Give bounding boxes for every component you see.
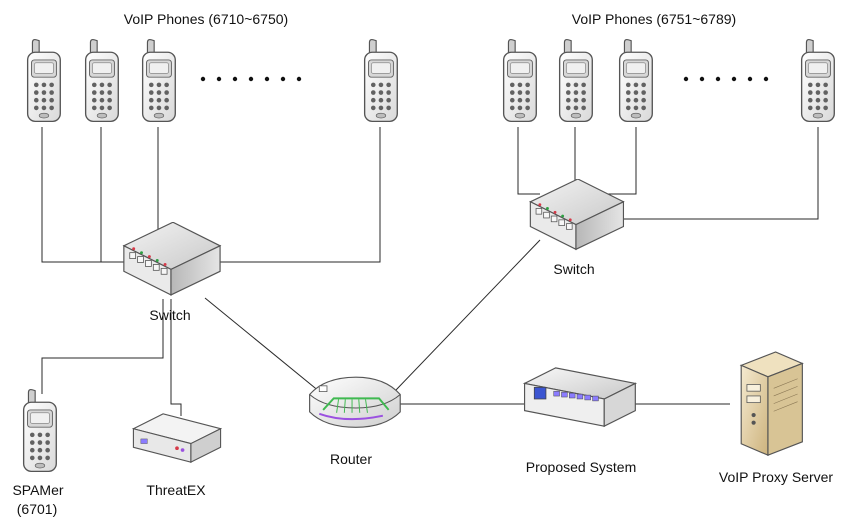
right-switch: Switch xyxy=(529,179,625,277)
voip-phone-icon xyxy=(84,38,119,123)
spamer-label-line1: SPAMer xyxy=(12,482,63,498)
switch-icon xyxy=(123,222,221,296)
threatex-label: ThreatEX xyxy=(146,482,206,498)
proxy-server-node: VoIP Proxy Server xyxy=(719,351,833,485)
voip-phone-icon xyxy=(618,38,653,123)
right-phones-title: VoIP Phones (6751~6789) xyxy=(572,11,736,27)
left-phone-group: VoIP Phones (6710~6750) xyxy=(26,11,398,123)
right-phone-group: VoIP Phones (6751~6789) xyxy=(502,11,835,123)
proposed-system-node: Proposed System xyxy=(523,367,637,475)
switch-icon xyxy=(529,179,625,250)
connection-lines xyxy=(41,127,819,416)
left-phones-title: VoIP Phones (6710~6750) xyxy=(124,11,288,27)
voip-phone-icon xyxy=(800,38,835,123)
left-switch-label: Switch xyxy=(149,307,190,323)
voip-phone-icon xyxy=(26,38,61,123)
router-icon xyxy=(308,376,402,429)
voip-phone-icon xyxy=(22,388,57,473)
voip-phone-icon xyxy=(141,38,176,123)
proxy-server-label: VoIP Proxy Server xyxy=(719,469,833,485)
threatex-icon xyxy=(132,413,222,463)
ellipsis-dots xyxy=(683,76,769,82)
ellipsis-dots xyxy=(200,76,302,82)
server-icon xyxy=(740,351,803,456)
proposed-system-icon xyxy=(523,367,636,427)
left-switch: Switch xyxy=(123,222,221,323)
spamer-label-line2: (6701) xyxy=(17,501,57,517)
router-node: Router xyxy=(308,376,402,467)
voip-phone-icon xyxy=(558,38,593,123)
voip-phone-icon xyxy=(363,38,398,123)
threatex-node: ThreatEX xyxy=(132,413,222,498)
router-label: Router xyxy=(330,451,372,467)
voip-phone-icon xyxy=(502,38,537,123)
spamer-node: SPAMer (6701) xyxy=(12,388,64,517)
right-switch-label: Switch xyxy=(553,261,594,277)
proposed-system-label: Proposed System xyxy=(526,459,637,475)
